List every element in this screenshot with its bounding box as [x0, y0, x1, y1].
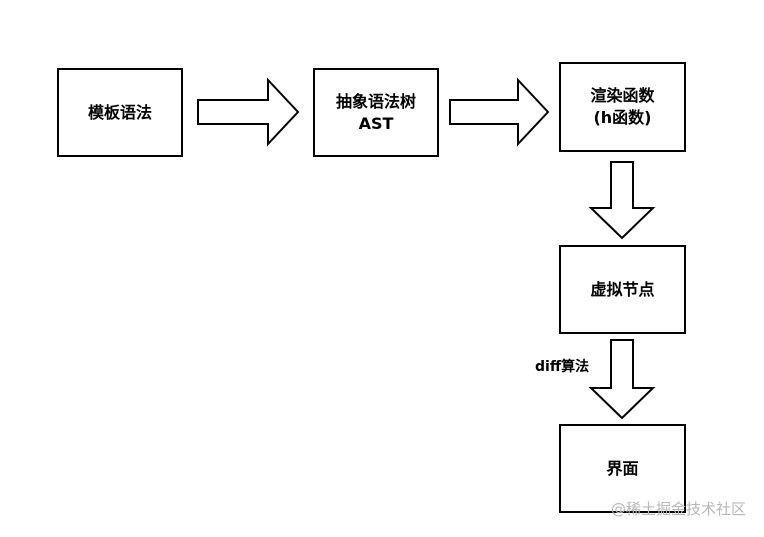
node-ast-label-line2: AST [358, 113, 394, 133]
node-template-syntax-label: 模板语法 [87, 102, 152, 122]
node-virtual-node: 虚拟节点 [559, 245, 686, 334]
arrow-template-to-ast [197, 77, 300, 147]
node-ast: 抽象语法树 AST [313, 68, 439, 157]
arrow-ast-to-render [449, 77, 550, 147]
watermark-text: @稀土掘金技术社区 [610, 500, 746, 518]
node-render-function-label-line1: 渲染函数 [590, 86, 655, 105]
arrow-render-to-vnode [588, 161, 656, 240]
diff-algorithm-label: diff算法 [535, 359, 590, 375]
node-virtual-node-label: 虚拟节点 [590, 279, 655, 299]
node-interface-label: 界面 [606, 458, 639, 478]
node-interface: 界面 [559, 424, 686, 513]
node-template-syntax: 模板语法 [57, 68, 183, 157]
node-render-function: 渲染函数 (h函数) [559, 62, 686, 152]
node-render-function-label-line2: (h函数) [593, 108, 652, 127]
node-ast-label-line1: 抽象语法树 [335, 91, 416, 111]
arrow-vnode-to-interface [588, 339, 656, 420]
